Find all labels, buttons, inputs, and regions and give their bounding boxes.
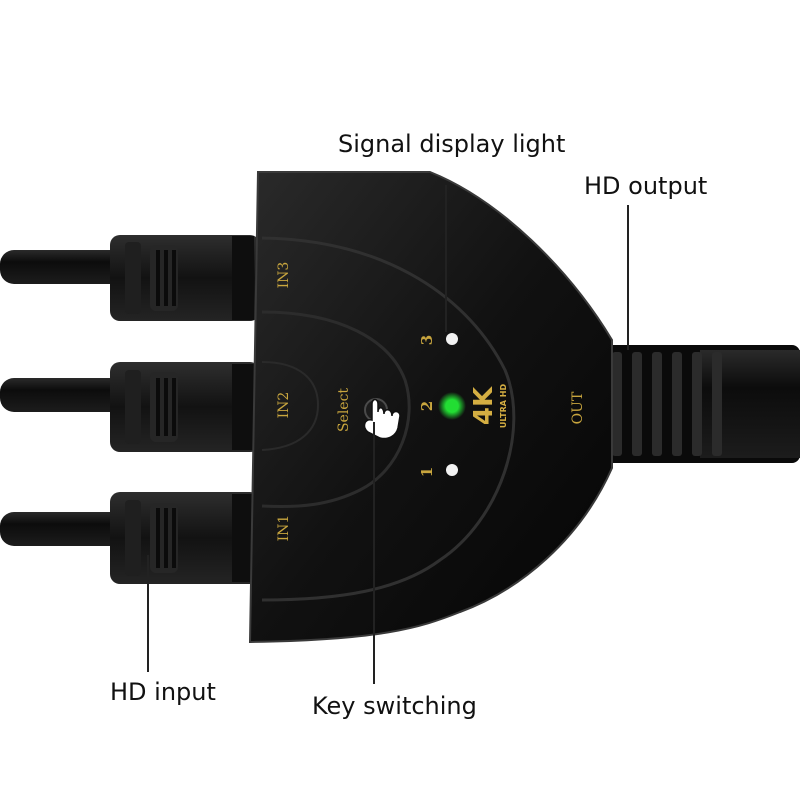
input-plugs (110, 235, 260, 584)
output-cable (600, 345, 800, 463)
callout-hd-input: HD input (110, 678, 216, 706)
led-number-1: 1 (418, 467, 436, 477)
led-2 (446, 400, 458, 412)
led-1 (446, 464, 458, 476)
callout-lines (147, 185, 629, 684)
plug-in2 (110, 362, 260, 452)
plug-in3 (110, 235, 260, 321)
led-3 (446, 333, 458, 345)
callout-hd-output: HD output (584, 172, 708, 200)
cable-in3 (0, 250, 130, 284)
cable-in1 (0, 512, 130, 546)
led-number-3: 3 (418, 335, 436, 345)
logo-4k: 4K (469, 386, 499, 425)
input-cables (0, 250, 130, 546)
select-label: Select (336, 388, 352, 432)
port-label-in2: IN2 (276, 392, 292, 419)
plug-in1 (110, 492, 260, 584)
port-label-out: OUT (570, 391, 586, 424)
callout-key-switching: Key switching (312, 692, 477, 720)
switch-body: IN3 IN2 IN1 OUT Select 3 2 1 4K ULTRA HD (248, 171, 613, 644)
led-number-2: 2 (418, 401, 436, 411)
port-label-in1: IN1 (276, 515, 292, 542)
port-label-in3: IN3 (276, 262, 292, 289)
callout-signal-display-light: Signal display light (338, 130, 566, 158)
logo-ultra-hd: ULTRA HD (499, 384, 508, 429)
cable-in2 (0, 378, 130, 412)
